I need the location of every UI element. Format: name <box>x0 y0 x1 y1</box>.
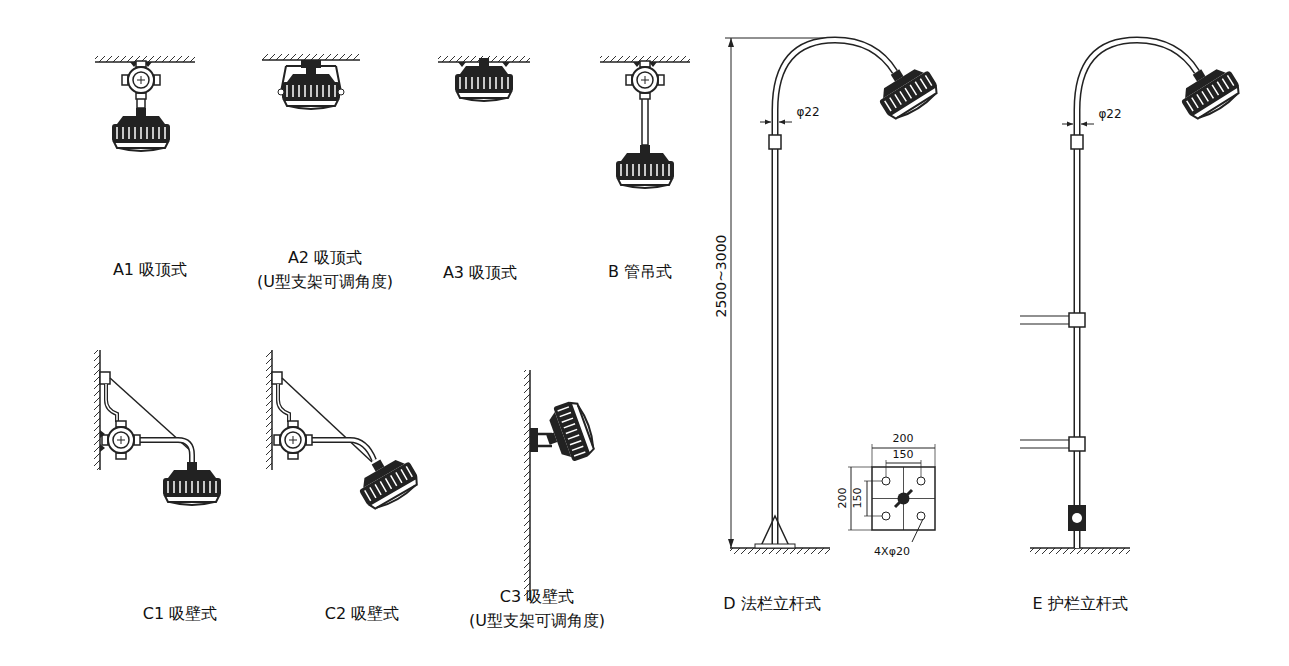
dimension-label: 200 <box>836 488 849 509</box>
caption: C3 吸壁式 <box>500 587 574 606</box>
caption: C2 吸壁式 <box>325 604 399 623</box>
caption-note: (U型支架可调角度) <box>257 272 393 291</box>
dimension-label: 4Xφ20 <box>874 545 910 558</box>
caption: E 护栏立杆式 <box>1032 594 1127 613</box>
ceiling-mount-a3 <box>438 56 530 101</box>
caption: A2 吸顶式 <box>288 248 362 267</box>
caption: A1 吸顶式 <box>113 260 187 279</box>
caption: A3 吸顶式 <box>443 263 517 282</box>
caption-note: (U型支架可调角度) <box>469 611 605 630</box>
flange-plate-detail <box>848 444 935 542</box>
wall-mount-c3 <box>524 370 598 600</box>
ceiling-mount-a1 <box>95 56 195 151</box>
dimension-label: 200 <box>893 432 914 445</box>
dimension-label: 2500~3000 <box>713 235 730 318</box>
flange-pole-mount <box>725 38 942 554</box>
dimension-label: 150 <box>851 488 864 509</box>
guardrail-pole-mount <box>1020 40 1244 554</box>
dimension-label: 150 <box>893 448 914 461</box>
caption: D 法栏立杆式 <box>723 594 820 613</box>
pipe-pendant-mount <box>600 56 690 188</box>
caption: C1 吸壁式 <box>143 604 217 623</box>
dimension-label: φ22 <box>796 105 819 119</box>
dimension-label: φ22 <box>1098 107 1121 121</box>
wall-mount-c1 <box>94 350 221 505</box>
caption: B 管吊式 <box>608 262 672 281</box>
wall-mount-c2 <box>266 350 423 514</box>
ceiling-mount-a2 <box>262 54 360 109</box>
